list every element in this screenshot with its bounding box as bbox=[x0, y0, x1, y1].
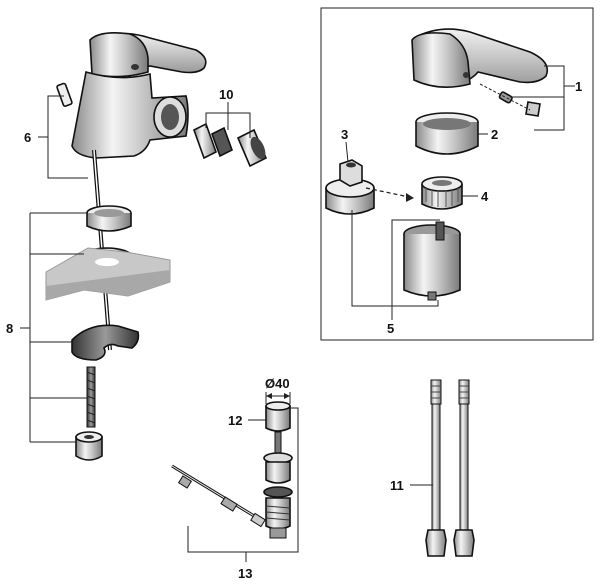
fixing-ring bbox=[86, 205, 132, 232]
callout-10: 10 bbox=[219, 87, 233, 102]
hose-left bbox=[425, 379, 447, 557]
callout-13: 13 bbox=[238, 566, 252, 581]
callout-12: 12 bbox=[228, 413, 242, 428]
pop-up-waste bbox=[263, 401, 293, 539]
ceramic-cartridge bbox=[403, 221, 461, 301]
grub-screw-parts bbox=[479, 83, 541, 117]
countertop-slab bbox=[45, 247, 171, 301]
callout-1: 1 bbox=[575, 79, 582, 94]
hex-adapter bbox=[325, 159, 375, 215]
handle-lever-kit bbox=[411, 28, 549, 88]
fixing-nut bbox=[75, 431, 103, 461]
mixer-body bbox=[56, 32, 207, 159]
threaded-stud bbox=[86, 366, 96, 428]
inset-frame bbox=[320, 7, 594, 341]
callout-4: 4 bbox=[481, 189, 489, 204]
dashed-assembly-line bbox=[365, 187, 415, 199]
leader-lines bbox=[20, 65, 575, 562]
callout-11: 11 bbox=[390, 478, 404, 493]
aerator-parts bbox=[193, 122, 268, 168]
callout-2: 2 bbox=[491, 127, 498, 142]
linkage-rod bbox=[171, 464, 266, 528]
horseshoe-washer bbox=[71, 324, 140, 361]
callout-5: 5 bbox=[387, 321, 394, 336]
callout-3: 3 bbox=[341, 127, 348, 142]
cartridge-nut bbox=[421, 176, 463, 210]
callout-6: 6 bbox=[24, 130, 31, 145]
diameter-label: Ø40 bbox=[265, 376, 290, 391]
callout-8: 8 bbox=[6, 321, 13, 336]
cover-sleeve bbox=[415, 112, 479, 155]
hose-right bbox=[453, 379, 475, 557]
